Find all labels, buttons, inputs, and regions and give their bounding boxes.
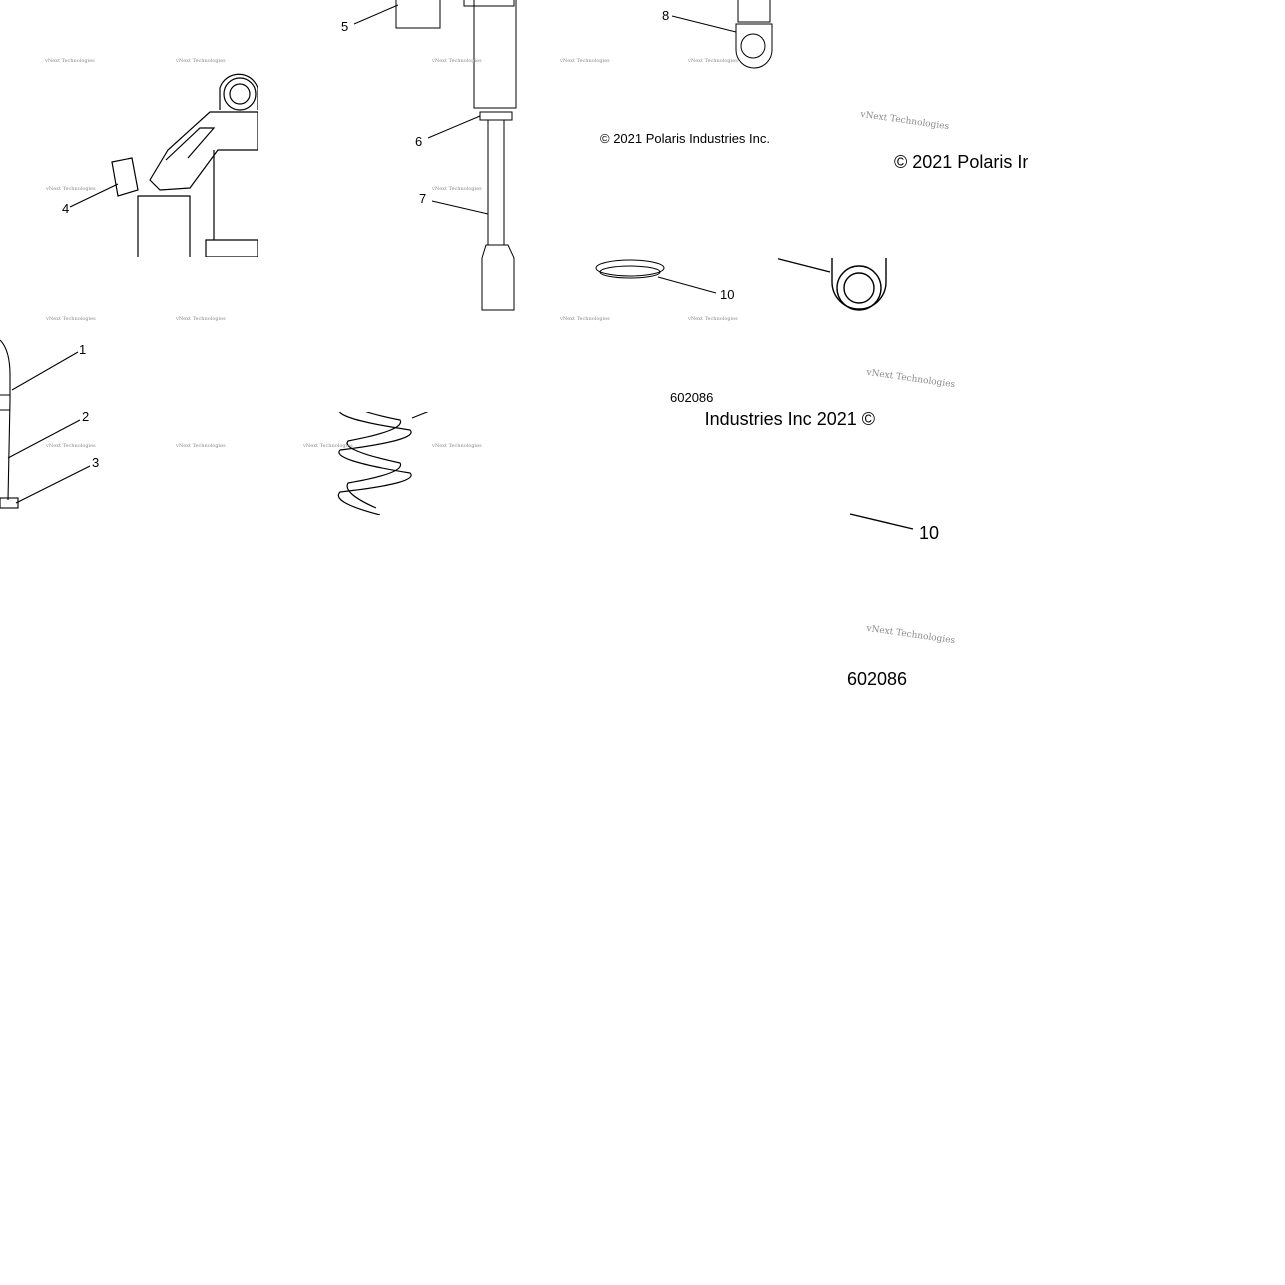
watermark-mid-3: vNext Technologies: [46, 443, 96, 449]
shock-body-bands: [0, 394, 10, 411]
watermark-small-3: vNext Technologies: [688, 58, 738, 64]
adjuster-ring: [463, 0, 515, 7]
tile-reservoir-cap: [111, 157, 139, 197]
leader-8: [671, 15, 737, 33]
diagram-small-layer: 5 6 7 8 10 © 2021 Polaris Industries Inc…: [258, 0, 778, 412]
watermark-small-5: vNext Technologies: [560, 316, 610, 322]
watermark-mid-4: vNext Technologies: [176, 443, 226, 449]
copyright-text-large: © 2021 Polaris Industries Inc.: [894, 152, 1028, 172]
shaft-seal: [479, 111, 513, 121]
callout-1: 1: [79, 342, 87, 357]
tile-bridge-inner: [165, 127, 216, 161]
top-eye-housing: [737, 0, 771, 23]
callout-3: 3: [92, 455, 100, 470]
leader-line-large: [774, 257, 831, 273]
watermark-small-1: vNext Technologies: [432, 58, 482, 64]
reservoir-shock-drawing: [69, 73, 258, 257]
large-eye-ring: [836, 265, 882, 311]
large-eye-housing: [831, 258, 887, 310]
leader-6: [427, 115, 481, 139]
leader-4: [69, 183, 119, 208]
leader-10: [657, 276, 717, 294]
leader-line-10-large: [849, 513, 914, 530]
watermark-mid-2: vNext Technologies: [176, 316, 226, 322]
shaft-bumper: [481, 244, 515, 311]
leader-1: [11, 351, 79, 391]
shock-body-fragment: [0, 339, 11, 501]
leader-7: [431, 200, 489, 215]
tile-bridge: [149, 111, 258, 191]
small-shock-drawing: [353, 0, 773, 311]
shock-body: [473, 0, 517, 109]
tile-eye-ring: [223, 77, 257, 111]
copyright-text-large-fragment: © 2021 Polaris Industries Inc.: [700, 409, 875, 429]
watermark-small-4: vNext Technologies: [432, 186, 482, 192]
tile-reservoir-body: [137, 195, 191, 257]
leader-3: [15, 465, 91, 504]
callout-2: 2: [82, 409, 90, 424]
copyright-text: © 2021 Polaris Industries Inc.: [600, 131, 770, 146]
callout-6: 6: [415, 134, 423, 149]
shock-shaft: [487, 120, 505, 245]
watermark-small-6: vNext Technologies: [688, 316, 738, 322]
watermark-mid-1: vNext Technologies: [46, 316, 96, 322]
top-eye-ring: [740, 33, 766, 59]
washer-bottom: [599, 265, 661, 279]
watermark-small-2: vNext Technologies: [560, 58, 610, 64]
top-eye-body: [735, 23, 773, 69]
washer-top: [595, 259, 665, 277]
leader-2: [7, 419, 81, 459]
callout-10-large: 10: [919, 523, 940, 543]
diagram-tile-layer: 4 vNext Technologies vNext Technologies …: [0, 0, 258, 257]
watermark-tile-1: vNext Technologies: [45, 58, 95, 64]
callout-10: 10: [720, 287, 735, 302]
callout-5: 5: [341, 19, 349, 34]
diagram-id-large: 602086: [847, 669, 908, 689]
callout-4: 4: [62, 201, 70, 216]
spring-seat: [0, 497, 19, 509]
watermark-mid-6: vNext Technologies: [303, 443, 353, 449]
reservoir-bottom: [395, 0, 441, 29]
watermark-tile-2: vNext Technologies: [176, 58, 226, 64]
tile-eye-housing: [219, 73, 258, 110]
tile-shock-body: [205, 150, 258, 257]
callout-8: 8: [662, 8, 670, 23]
large-eye-bore: [843, 272, 875, 304]
callout-7: 7: [419, 191, 427, 206]
watermark-mid-8: vNext Technologies: [432, 443, 482, 449]
tile-eye-bore: [229, 83, 251, 105]
watermark-tile-3: vNext Technologies: [46, 186, 96, 192]
diagram-id: 602086: [670, 390, 714, 405]
leader-5: [353, 4, 399, 25]
